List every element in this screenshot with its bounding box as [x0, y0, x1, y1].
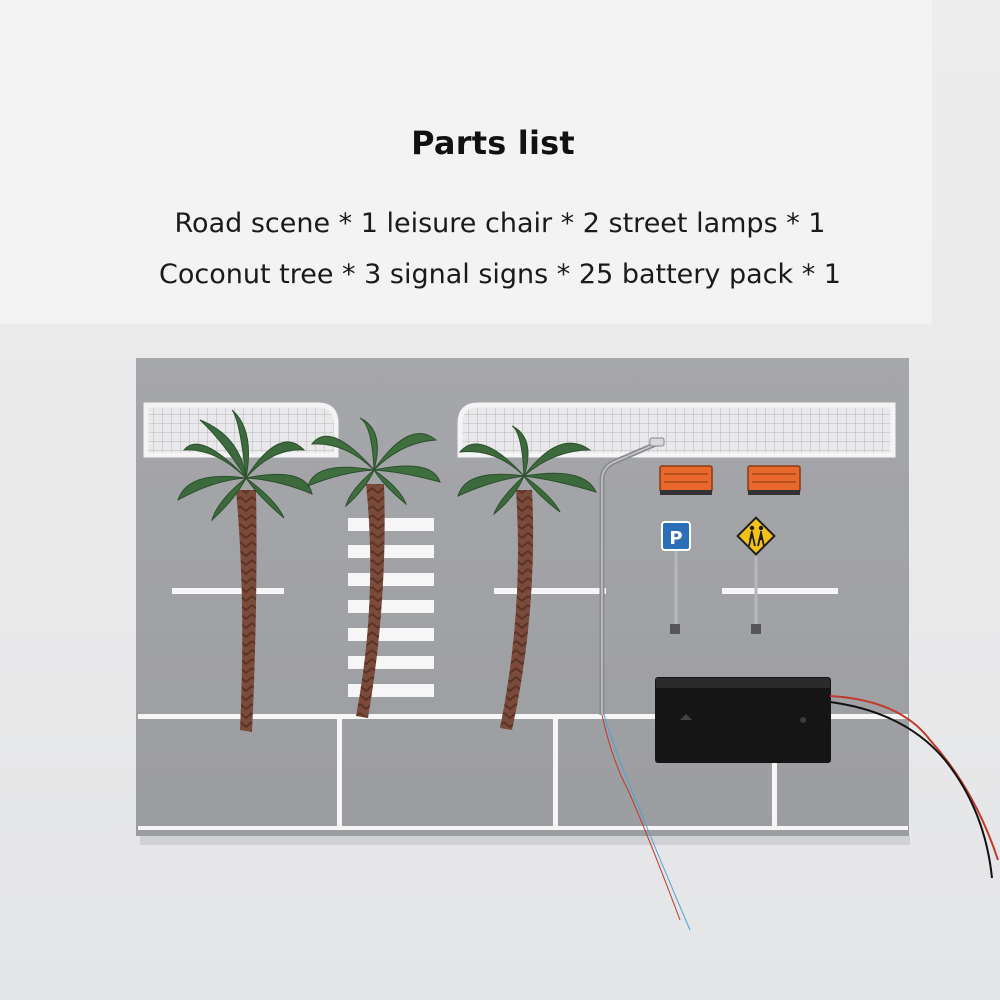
coconut-tree-1	[177, 409, 313, 732]
leisure-chair-2	[747, 465, 801, 495]
header-panel	[0, 0, 932, 324]
lane-dash-3	[722, 588, 838, 594]
pedestrian-warning-sign-icon	[736, 516, 776, 634]
lane-dash-2	[494, 588, 606, 594]
parts-line-1: Road scene * 1 leisure chair * 2 street …	[174, 208, 826, 239]
street-lamp	[599, 437, 691, 931]
coconut-tree-3	[457, 425, 597, 730]
battery-pack	[655, 677, 999, 879]
board-edge	[140, 835, 910, 845]
svg-text:P: P	[669, 528, 682, 549]
lane-dash-1	[172, 588, 284, 594]
leisure-chair-1	[659, 465, 713, 495]
parking-lines	[138, 714, 908, 830]
parts-line-2: Coconut tree * 3 signal signs * 25 batte…	[159, 259, 841, 290]
parking-sign-icon: P	[661, 521, 691, 634]
road-scene-photo: P	[136, 358, 999, 931]
sidewalk-right	[457, 402, 896, 458]
page-title: Parts list	[411, 124, 575, 162]
coconut-tree-2	[307, 417, 441, 718]
